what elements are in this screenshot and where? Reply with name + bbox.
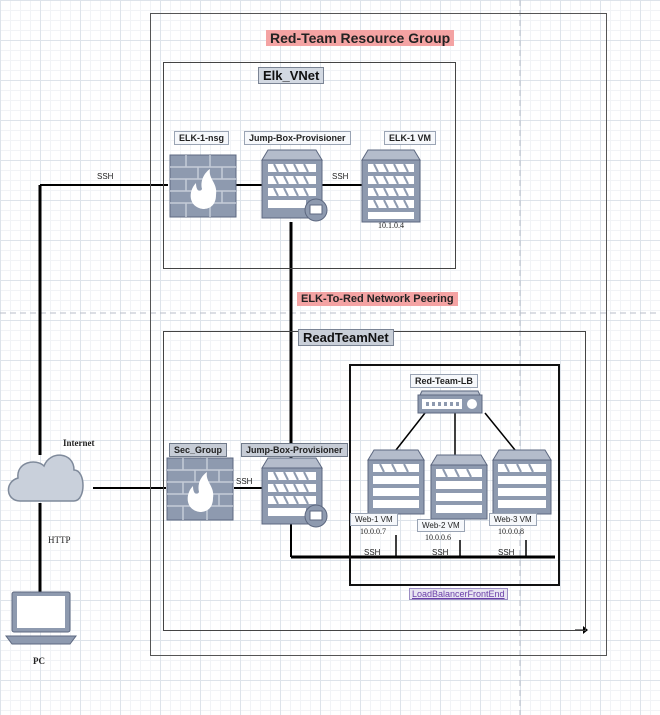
red-ssh-label: SSH [236,477,253,486]
web-3-ssh-label: SSH [498,548,515,557]
elk-vm-ip: 10.1.0.4 [378,221,404,230]
elk-ssh-label: SSH [332,172,349,181]
web-3-label: Web-3 VM [489,513,537,526]
elk-vm-label: ELK-1 VM [384,131,437,145]
red-jumpbox-label: Jump-Box-Provisioner [241,443,348,457]
line-lb-web1 [395,412,426,451]
web-1-label: Web-1 VM [350,513,398,526]
elk-vnet-box [163,62,456,269]
internet-label: Internet [63,438,95,448]
internet-ssh-label: SSH [97,172,114,181]
resource-group-title: Red-Team Resource Group [266,30,455,46]
red-team-net-title: ReadTeamNet [298,329,394,346]
elk-vnet-title: Elk_VNet [258,67,325,84]
pc-label: PC [33,656,45,666]
lb-frontend-label: LoadBalancerFrontEnd [409,588,508,600]
web-2-label: Web-2 VM [417,519,465,532]
web-1-ssh-label: SSH [364,548,381,557]
web-1-ip: 10.0.0.7 [360,527,386,536]
elk-jumpbox-label: Jump-Box-Provisioner [244,131,351,145]
resource-group-box [150,13,607,656]
web-2-ssh-label: SSH [432,548,449,557]
peering-label: ELK-To-Red Network Peering [297,292,458,306]
web-3-ip: 10.0.0.8 [498,527,524,536]
http-label: HTTP [48,535,71,545]
web-2-ip: 10.0.0.6 [425,533,451,542]
lb-backend-box [349,364,560,586]
elk-nsg-label: ELK-1-nsg [174,131,229,145]
red-team-lb-label: Red-Team-LB [410,374,478,388]
sec-group-label: Sec_Group [169,443,228,457]
line-lb-web3 [484,412,516,451]
